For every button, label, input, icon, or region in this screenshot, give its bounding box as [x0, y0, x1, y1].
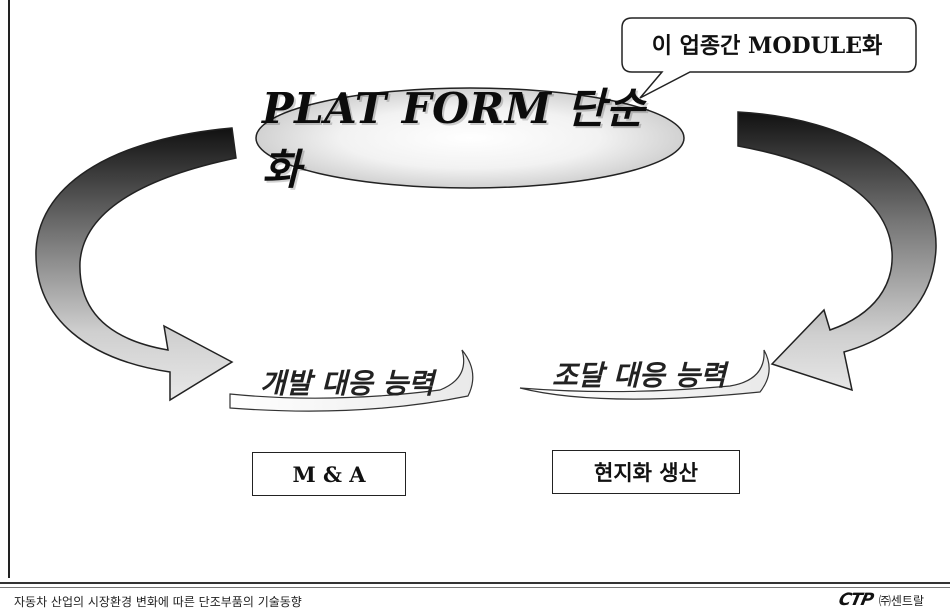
- right-caption-shape: [519, 349, 770, 400]
- footer-brand: CTP ㈜센트랄: [837, 590, 924, 610]
- left-curved-arrow: [35, 127, 237, 402]
- footer-divider: [0, 582, 950, 584]
- company-logo: CTP: [837, 590, 876, 610]
- right-box: 현지화 생산: [552, 450, 740, 494]
- footer-divider-thin: [0, 587, 950, 588]
- right-caption: 조달 대응 능력: [551, 359, 727, 392]
- callout-text: 이 업종간 MODULE화: [651, 33, 883, 59]
- callout-bubble: [621, 17, 917, 99]
- left-box-label: M & A: [292, 461, 366, 487]
- left-frame-border: [8, 0, 10, 578]
- right-curved-arrow: [737, 111, 937, 392]
- footer-title: 자동차 산업의 시장환경 변화에 따른 단조부품의 기술동향: [14, 595, 302, 609]
- center-ellipse: [255, 87, 685, 189]
- left-caption-shape: [229, 349, 474, 412]
- left-box: M & A: [252, 452, 406, 496]
- center-title: PLAT FORM 단순화: [262, 84, 645, 194]
- company-name: ㈜센트랄: [878, 593, 924, 608]
- left-caption: 개발 대응 능력: [259, 367, 435, 400]
- right-box-label: 현지화 생산: [594, 460, 698, 485]
